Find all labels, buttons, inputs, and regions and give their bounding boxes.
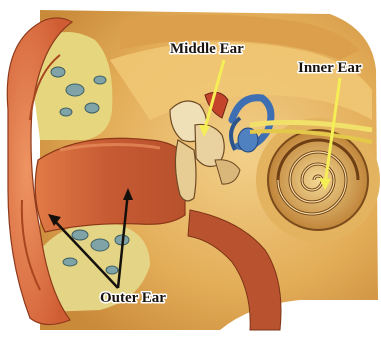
cochlea [256,118,380,242]
outer-ear-label: Outer Ear [100,290,166,306]
middle-ear-label: Middle Ear [170,41,244,57]
inner-ear-label: Inner Ear [298,60,362,76]
